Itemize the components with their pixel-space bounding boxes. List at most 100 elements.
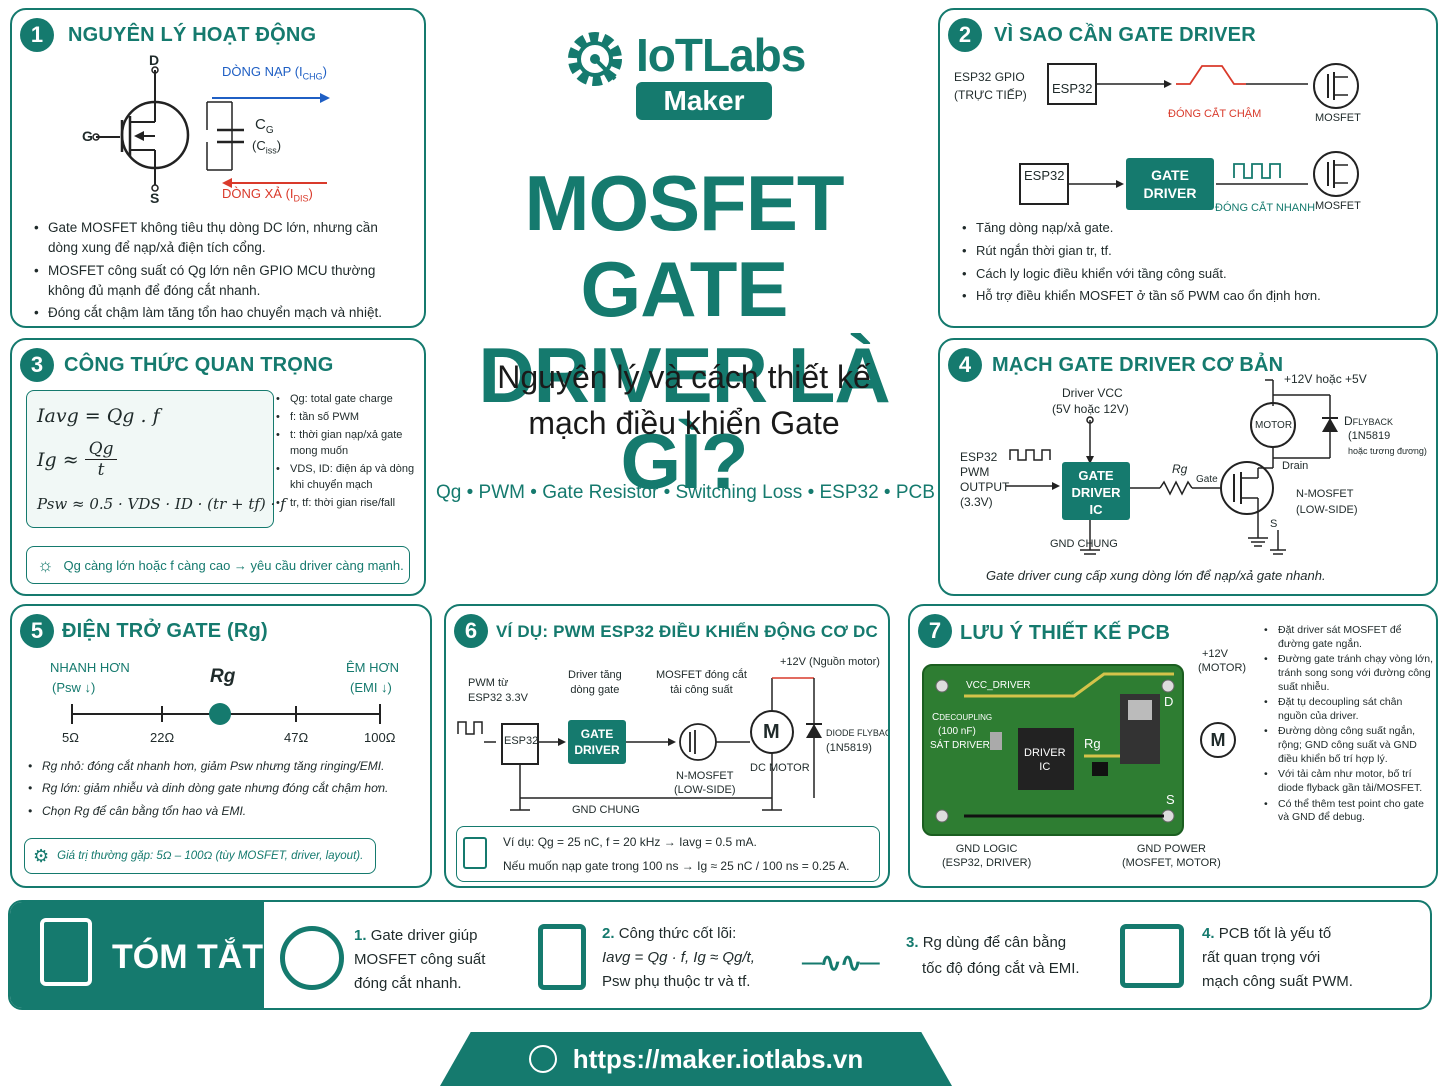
section-number: 5 (20, 614, 54, 648)
bullet: Đóng cắt chậm làm tăng tổn hao chuyển mạ… (32, 303, 402, 324)
gnd-logic-label: GND LOGIC(ESP32, DRIVER) (942, 843, 1032, 869)
legend-item: Qg: total gate charge (274, 392, 424, 408)
pcb-drain-label: D (1164, 694, 1174, 709)
legend-item: tr, tf: thời gian rise/fall (274, 496, 424, 512)
globe-icon (528, 1045, 557, 1073)
tip-text: Qg càng lớn hoặc f càng cao → yêu cầu dr… (63, 557, 404, 573)
brand-sub: Maker (636, 82, 772, 120)
source-label: S (150, 190, 160, 206)
calculator-icon (463, 837, 487, 869)
bullet: Hỗ trợ điều khiển MOSFET ở tần số PWM ca… (960, 286, 1430, 307)
scale-tick: 5Ω (62, 730, 79, 745)
section-number: 1 (20, 18, 54, 52)
bullet: Cách ly logic điều khiển với tầng công s… (960, 264, 1430, 285)
drain-label: D (149, 52, 160, 68)
bullet: Có thể thêm test point cho gate và GND đ… (1262, 798, 1434, 825)
clipboard-icon (40, 918, 92, 986)
title-line-2: DRIVER LÀ GÌ? (478, 331, 890, 505)
subtitle: Nguyên lý và cách thiết kế mạch điều khi… (444, 354, 924, 446)
softer-label: ÊM HƠN (346, 660, 400, 675)
motor-symbol: M (763, 721, 780, 743)
scale-tick: 22Ω (150, 730, 175, 745)
pcb-bullets: Đặt driver sát MOSFET để đường gate ngắn… (1262, 624, 1434, 827)
driver-vcc-range: (5V hoặc 12V) (1052, 402, 1129, 416)
panel-gate-resistor: 5 ĐIỆN TRỞ GATE (Rg) NHANH HƠN (Psw ↓) R… (10, 604, 432, 888)
pcb-motor-label: (MOTOR) (1198, 662, 1247, 674)
why-bullets: Tăng dòng nạp/xả gate. Rút ngắn thời gia… (960, 218, 1430, 309)
subtitle-line-2: mạch điều khiển Gate (528, 405, 840, 441)
rg-tip-box: ⚙ Giá trị thường gặp: 5Ω – 100Ω (tùy MOS… (24, 838, 376, 874)
motor-supply-label: +12V (Nguồn motor) (780, 656, 880, 668)
section-title: VÍ DỤ: PWM ESP32 ĐIỀU KHIỂN ĐỘNG CƠ DC (496, 622, 878, 641)
footer-url-banner[interactable]: https://maker.iotlabs.vn (440, 1032, 952, 1086)
discharge-current-label: DÒNG XẢ (IDIS) (222, 186, 313, 204)
supply-label: +12V hoặc +5V (1284, 372, 1367, 386)
rg-bullets: Rg nhỏ: đóng cắt nhanh hơn, giảm Psw như… (26, 756, 426, 823)
gauge-icon (280, 926, 344, 990)
mosfet-label: MOSFET (1315, 200, 1361, 212)
brand-name: IoTLabs (636, 29, 806, 81)
pcb-icon (1120, 924, 1184, 988)
lightbulb-icon: ☼ (37, 554, 54, 575)
gear-icon: ⚙ (33, 845, 50, 866)
calculator-icon (538, 924, 586, 990)
pcb-12v-label: +12V (1202, 648, 1228, 660)
faster-label: NHANH HƠN (50, 660, 130, 675)
brand-logo: IoTLabs Maker (560, 24, 820, 124)
legend-item: VDS, ID: điện áp và dòng khi chuyển mạch (274, 462, 424, 494)
rg-label: Rg (1172, 462, 1188, 476)
vcc-driver-label: VCC_DRIVER (966, 680, 1031, 691)
formula-legend: Qg: total gate charge f: tần số PWM t: t… (274, 392, 424, 514)
diode-label: DIODE FLYBACK (826, 728, 888, 738)
legend-item: t: thời gian nạp/xả gate mong muốn (274, 428, 424, 460)
gnd-power-label: GND POWER(MOSFET, MOTOR) (1122, 843, 1221, 869)
esp32-chip: ESP32 (1052, 81, 1093, 96)
esp32-chip: ESP32 (1024, 168, 1065, 183)
gate-driver-schematic (1006, 379, 1338, 555)
mosfet-label: MOSFET (1315, 112, 1361, 124)
nmosfet-label: N-MOSFET (676, 770, 734, 782)
section-number: 7 (918, 614, 952, 648)
section-title: VÌ SAO CẦN GATE DRIVER (994, 24, 1256, 46)
subtitle-line-1: Nguyên lý và cách thiết kế (497, 359, 871, 395)
section-title: ĐIỆN TRỞ GATE (Rg) (62, 620, 268, 642)
decoupling-value: (100 nF) (938, 726, 976, 737)
panel-pwm-example: 6 VÍ DỤ: PWM ESP32 ĐIỀU KHIỂN ĐỘNG CƠ DC… (444, 604, 890, 888)
footer-url[interactable]: https://maker.iotlabs.vn (572, 1043, 864, 1074)
direct-label: (TRỰC TIẾP) (954, 88, 1027, 102)
pwm-motor-schematic (457, 677, 822, 811)
bullet: Đặt tụ decoupling sát chân nguồn của dri… (1262, 696, 1434, 723)
ciss-label: (Ciss) (252, 138, 282, 156)
bullet: Đường dòng công suất ngắn, rộng; GND côn… (1262, 725, 1434, 766)
summary-bar: TÓM TẮT 1. Gate driver giúp MOSFET công … (8, 900, 1432, 1010)
panel-why-gate-driver: 2 VÌ SAO CẦN GATE DRIVER ESP32 GPIO (TRỰ… (938, 8, 1438, 328)
bullet: MOSFET công suất có Qg lớn nên GPIO MCU … (32, 261, 402, 302)
panel-basic-gate-driver: 4 MẠCH GATE DRIVER CƠ BẢN (938, 338, 1438, 596)
section-title: NGUYÊN LÝ HOẠT ĐỘNG (68, 24, 317, 46)
bullet: Gate MOSFET không tiêu thụ dòng DC lớn, … (32, 218, 402, 259)
section-title: CÔNG THỨC QUAN TRỌNG (64, 354, 334, 376)
resistor-icon: ─∿∿─ (802, 947, 880, 978)
bullet: Rút ngắn thời gian tr, tf. (960, 241, 1430, 262)
topic-tags: Qg • PWM • Gate Resistor • Switching Los… (436, 482, 935, 503)
gnd-common-label: GND CHUNG (1050, 538, 1118, 550)
lowside-label: (LOW-SIDE) (674, 784, 736, 796)
example-line-2: Nếu muốn nạp gate trong 100 ns → Ig ≈ 25… (503, 859, 850, 873)
decoupling-label: CDECOUPLING (932, 712, 993, 723)
bullet: Rg lớn: giảm nhiễu và dinh dòng gate như… (26, 778, 426, 799)
main-title: MOSFET GATE DRIVER LÀ GÌ? (444, 160, 924, 504)
flyback-part: (1N5819 (1348, 430, 1391, 442)
summary-header: TÓM TẮT (10, 902, 264, 1008)
section-number: 3 (20, 348, 54, 382)
title-line-1: MOSFET GATE (524, 159, 845, 333)
section-title: MẠCH GATE DRIVER CƠ BẢN (992, 354, 1284, 376)
flyback-diode-label: DFLYBACK (1344, 414, 1394, 428)
formula-psw: Psw ≈ 0.5 · VDS · ID · (tr + tf) · f (37, 495, 286, 513)
bullet: Với tải cảm như motor, bố trí diode flyb… (1262, 768, 1434, 795)
faster-sub: (Psw ↓) (52, 680, 96, 695)
charge-current-label: DÒNG NẠP (ICHG) (222, 64, 328, 82)
